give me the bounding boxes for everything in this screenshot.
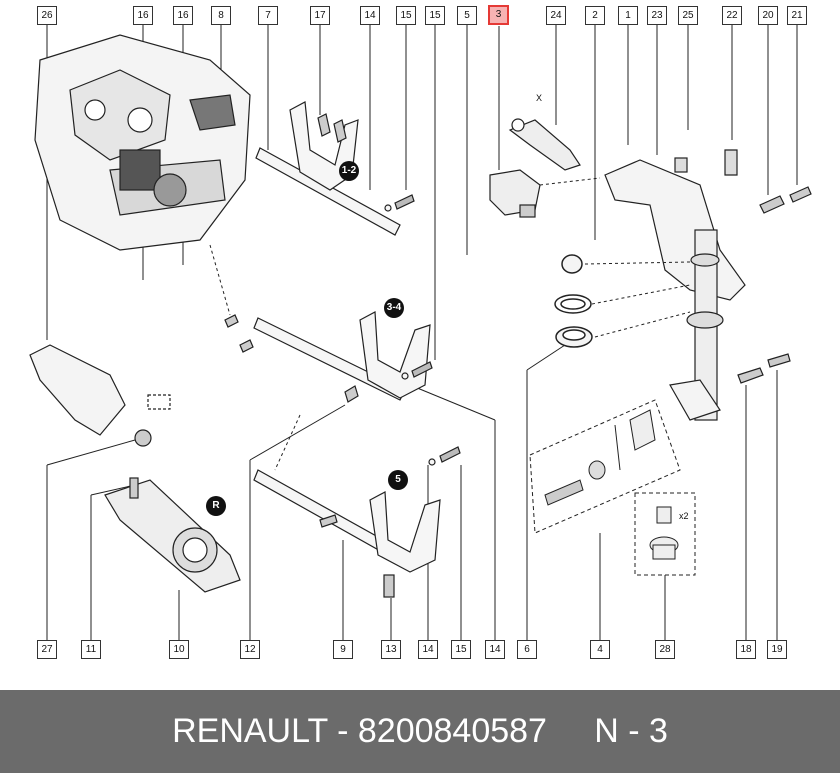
quantity-x2-marker: x2: [679, 511, 689, 521]
callout-3-highlighted: 3: [488, 5, 509, 25]
gear-label-reverse: R: [206, 496, 226, 516]
callout-24: 24: [546, 6, 566, 25]
callout-28: 28: [655, 640, 675, 659]
callout-18: 18: [736, 640, 756, 659]
reference-label: N - 3: [594, 712, 668, 750]
callout-5: 5: [457, 6, 477, 25]
brand-name: RENAULT: [172, 712, 328, 750]
gear-label-3-4: 3-4: [384, 298, 404, 318]
callout-14c: 14: [485, 640, 505, 659]
callout-11: 11: [81, 640, 101, 659]
exploded-parts-diagram: 26 16 16 8 7 17 14 15 15 5 3 24 2 1 23 2…: [29, 5, 812, 659]
callout-26: 26: [37, 6, 57, 25]
callout-6: 6: [517, 640, 537, 659]
callout-14b: 14: [418, 640, 438, 659]
gap: [547, 712, 594, 750]
callout-10: 10: [169, 640, 189, 659]
callout-15a: 15: [396, 6, 416, 25]
callout-8: 8: [211, 6, 231, 25]
footer-bar: RENAULT - 8200840587 N - 3: [0, 690, 840, 773]
part-number: 8200840587: [357, 712, 547, 750]
separator: -: [327, 712, 358, 750]
callout-15c: 15: [451, 640, 471, 659]
callout-23: 23: [647, 6, 667, 25]
diagram-drawing: [29, 24, 812, 640]
callout-27: 27: [37, 640, 57, 659]
callout-17: 17: [310, 6, 330, 25]
gear-label-5: 5: [388, 470, 408, 490]
callout-12: 12: [240, 640, 260, 659]
callout-20: 20: [758, 6, 778, 25]
callout-21: 21: [787, 6, 807, 25]
callout-1: 1: [618, 6, 638, 25]
callout-4: 4: [590, 640, 610, 659]
callout-7: 7: [258, 6, 278, 25]
callout-2: 2: [585, 6, 605, 25]
callout-19: 19: [767, 640, 787, 659]
callout-25: 25: [678, 6, 698, 25]
callout-9: 9: [333, 640, 353, 659]
callout-13: 13: [381, 640, 401, 659]
callout-16b: 16: [173, 6, 193, 25]
gear-label-1-2: 1-2: [339, 161, 359, 181]
callout-15b: 15: [425, 6, 445, 25]
dimension-x-marker: X: [536, 93, 543, 103]
footer-text: RENAULT - 8200840587 N - 3: [0, 690, 840, 773]
callout-22: 22: [722, 6, 742, 25]
callout-16a: 16: [133, 6, 153, 25]
callout-14: 14: [360, 6, 380, 25]
